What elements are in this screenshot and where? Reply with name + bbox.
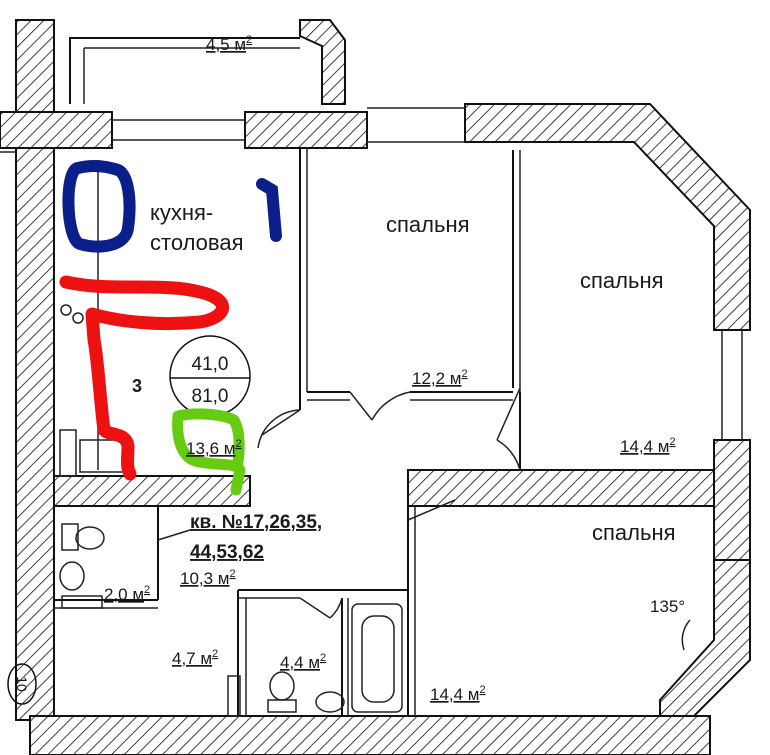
corridor-area: 4,7 м2 [172,648,218,668]
wall-right [713,439,751,561]
apartment-numbers-line1: кв. №17,26,35, [190,512,322,533]
angle-label: 135° [650,597,685,616]
hall-area: 10,3 м2 [180,568,236,588]
bedroom1-label: спальня [386,212,470,237]
bath1-area: 2,0 м2 [104,584,150,604]
washbasin-icon [59,561,85,591]
sink-icon [79,439,125,473]
labels: кухня- столовая спальня спальня спальня … [104,34,685,704]
bedroom3-label: спальня [592,520,676,545]
kitchen-label-line2: столовая [150,230,244,255]
bedroom1-area: 12,2 м2 [412,368,468,388]
bedroom3-area: 14,4 м2 [430,684,486,704]
balcony-area: 4,5 м2 [206,34,252,54]
kitchen-area: 13,6 м2 [186,438,242,458]
wall-top-left [0,111,113,149]
blue-one-mark [256,178,282,242]
red-mark [59,275,229,481]
axis-marker [7,663,37,705]
rooms-count: 3 [132,376,142,396]
bedroom2-area: 14,4 м2 [620,436,676,456]
wall-right-lower [659,559,751,721]
bedroom2-label: спальня [580,268,664,293]
stove-icon [59,429,77,477]
kitchen-label-line1: кухня- [150,200,213,225]
bathtub-icon [351,603,403,713]
wall-bottom [29,715,711,755]
blue-rectangle-mark [62,160,136,253]
walls [0,19,751,755]
wall-kitchen-bottom [53,475,251,507]
wall-top-right [464,103,751,331]
wall-top-mid [244,111,368,149]
green-mark [172,408,246,496]
apartment-numbers-line2: 44,53,62 [190,542,264,563]
annotations [59,160,282,496]
wall-bedroom-divider [407,469,715,507]
total-area: 81,0 [192,386,229,407]
balcony [69,37,300,104]
doors [157,387,691,651]
windows [0,107,743,440]
wall-left [15,109,55,721]
wall-balcony-right [299,19,346,105]
wall-balcony-left [15,19,55,113]
bath2-area: 4,4 м2 [280,652,326,672]
toilet-icon [61,523,79,551]
axis-marker-label: 10 [14,676,30,692]
living-area: 41,0 [192,354,229,375]
